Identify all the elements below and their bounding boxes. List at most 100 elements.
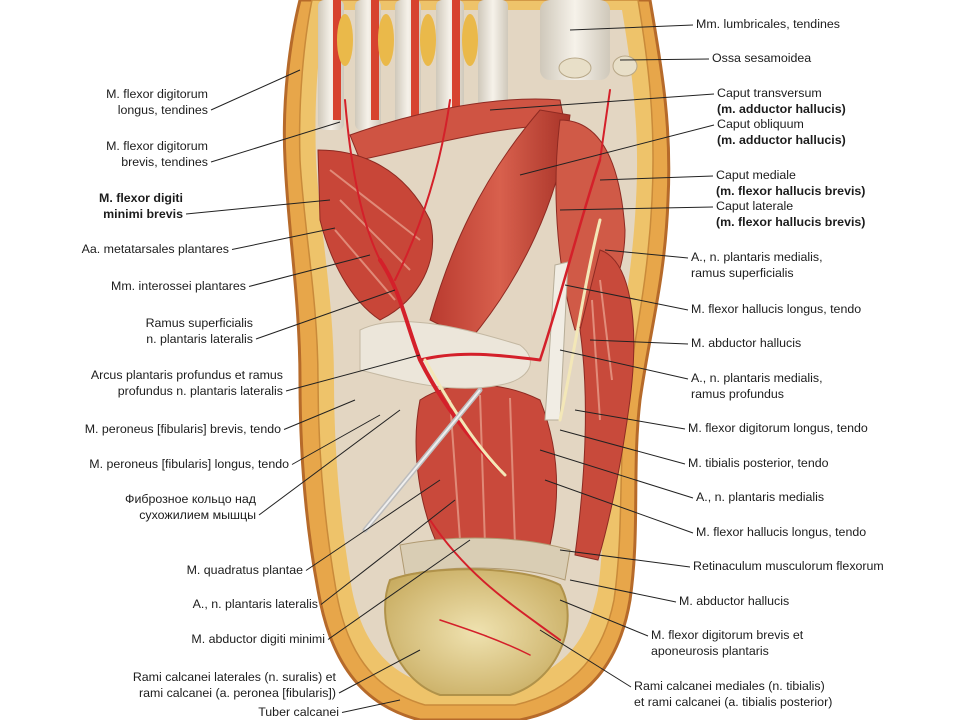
label-line: Rami calcanei mediales (n. tibialis) <box>634 679 825 693</box>
leader-line <box>599 175 714 181</box>
leader-line <box>589 339 689 345</box>
label-line: Caput laterale <box>716 199 794 213</box>
label-line: Ossa sesamoidea <box>712 51 812 65</box>
leader-line <box>559 429 686 465</box>
label-line: (m. flexor hallucis brevis) <box>716 214 866 229</box>
label-left-12: M. abductor digiti minimi <box>191 632 325 648</box>
leader-line <box>327 539 471 640</box>
leader-line <box>569 24 694 31</box>
leader-line <box>255 289 396 340</box>
label-line: Mm. lumbricales, tendines <box>696 17 840 31</box>
leader-line <box>185 199 331 215</box>
label-right-7: M. flexor hallucis longus, tendo <box>691 302 861 318</box>
label-line: M. flexor digitorum brevis et <box>651 628 804 642</box>
label-left-14: Tuber calcanei <box>258 705 339 721</box>
leader-line <box>559 349 689 380</box>
label-line: Caput transversum <box>717 86 822 100</box>
label-line: M. peroneus [fibularis] longus, tendo <box>89 457 289 471</box>
label-line: M. abductor hallucis <box>679 594 790 608</box>
label-left-4: Mm. interossei plantares <box>111 279 246 295</box>
label-line: (m. flexor hallucis brevis) <box>716 183 866 198</box>
leader-line <box>305 479 441 571</box>
leader-line <box>210 121 341 163</box>
leader-line <box>619 58 710 61</box>
label-line: Rami calcanei laterales (n. suralis) et <box>132 670 336 684</box>
abductor-hallucis-muscle <box>574 249 635 561</box>
label-left-11: A., n. plantaris lateralis <box>193 597 318 613</box>
label-line: Tuber calcanei <box>258 705 339 719</box>
label-line: (m. adductor hallucis) <box>717 101 846 116</box>
label-line: et rami calcanei (a. tibialis posterior) <box>634 694 833 709</box>
label-line: ramus profundus <box>691 386 784 401</box>
label-line: сухожилием мышцы <box>139 507 256 522</box>
label-line: A., n. plantaris medialis, <box>691 371 823 385</box>
label-right-3: Caput obliquum(m. adductor hallucis) <box>717 117 846 148</box>
label-line: Caput mediale <box>716 168 796 182</box>
label-line: aponeurosis plantaris <box>651 643 769 658</box>
leader-line <box>320 499 456 605</box>
label-line: Фиброзное кольцо над <box>125 492 256 506</box>
leader-line <box>283 399 356 430</box>
label-line: Ramus superficialis <box>145 316 253 330</box>
label-line: M. flexor digitorum <box>106 139 208 153</box>
leader-line <box>519 124 715 176</box>
leader-line <box>291 414 381 465</box>
leader-lines <box>185 24 715 713</box>
label-left-10: M. quadratus plantae <box>187 563 303 579</box>
label-line: Mm. interossei plantares <box>111 279 246 293</box>
label-line: A., n. plantaris medialis, <box>691 250 823 264</box>
label-line: M. quadratus plantae <box>186 563 303 577</box>
label-right-15: M. abductor hallucis <box>679 594 789 610</box>
label-right-1: Ossa sesamoidea <box>712 51 811 67</box>
label-right-14: Retinaculum musculorum flexorum <box>693 559 884 575</box>
label-right-5: Caput laterale(m. flexor hallucis brevis… <box>716 199 865 230</box>
label-right-4: Caput mediale(m. flexor hallucis brevis) <box>716 168 865 199</box>
caput-obliquum-muscle <box>429 109 571 341</box>
leader-line <box>604 249 689 259</box>
leader-line <box>285 354 421 392</box>
leader-line <box>544 479 694 534</box>
leader-line <box>559 549 691 568</box>
leader-line <box>539 629 632 688</box>
label-line: M. flexor digitorum <box>106 87 208 101</box>
label-line: Caput obliquum <box>717 117 804 131</box>
leader-line <box>564 284 689 311</box>
label-left-7: M. peroneus [fibularis] brevis, tendo <box>85 422 281 438</box>
label-right-6: A., n. plantaris medialis,ramus superfic… <box>691 250 823 281</box>
label-right-12: A., n. plantaris medialis <box>696 490 824 506</box>
leader-line <box>569 579 677 603</box>
leader-line <box>539 449 694 499</box>
label-line: M. flexor hallucis longus, tendo <box>696 525 867 539</box>
digital-tendons <box>318 0 638 130</box>
label-line: M. peroneus [fibularis] brevis, tendo <box>84 422 281 436</box>
label-right-17: Rami calcanei mediales (n. tibialis)et r… <box>634 679 832 710</box>
label-line: (m. adductor hallucis) <box>717 132 846 147</box>
label-line: longus, tendines <box>117 102 208 117</box>
label-line: A., n. plantaris lateralis <box>192 597 318 611</box>
leader-line <box>248 254 371 287</box>
label-right-0: Mm. lumbricales, tendines <box>696 17 840 33</box>
label-right-10: M. flexor digitorum longus, tendo <box>688 421 868 437</box>
label-line: brevis, tendines <box>121 154 208 169</box>
leader-line <box>338 649 421 694</box>
label-right-13: M. flexor hallucis longus, tendo <box>696 525 866 541</box>
label-line: Arcus plantaris profundus et ramus <box>90 368 283 382</box>
plantar-arteries <box>344 89 611 656</box>
label-left-3: Aa. metatarsales plantares <box>82 242 229 258</box>
label-line: rami calcanei (a. peronea [fibularis]) <box>139 685 336 700</box>
label-line: M. abductor hallucis <box>691 336 802 350</box>
leader-line <box>489 93 715 111</box>
label-line: M. flexor digitorum longus, tendo <box>688 421 868 435</box>
leader-line <box>231 227 336 250</box>
leader-line <box>559 599 649 637</box>
label-right-2: Caput transversum(m. adductor hallucis) <box>717 86 846 117</box>
